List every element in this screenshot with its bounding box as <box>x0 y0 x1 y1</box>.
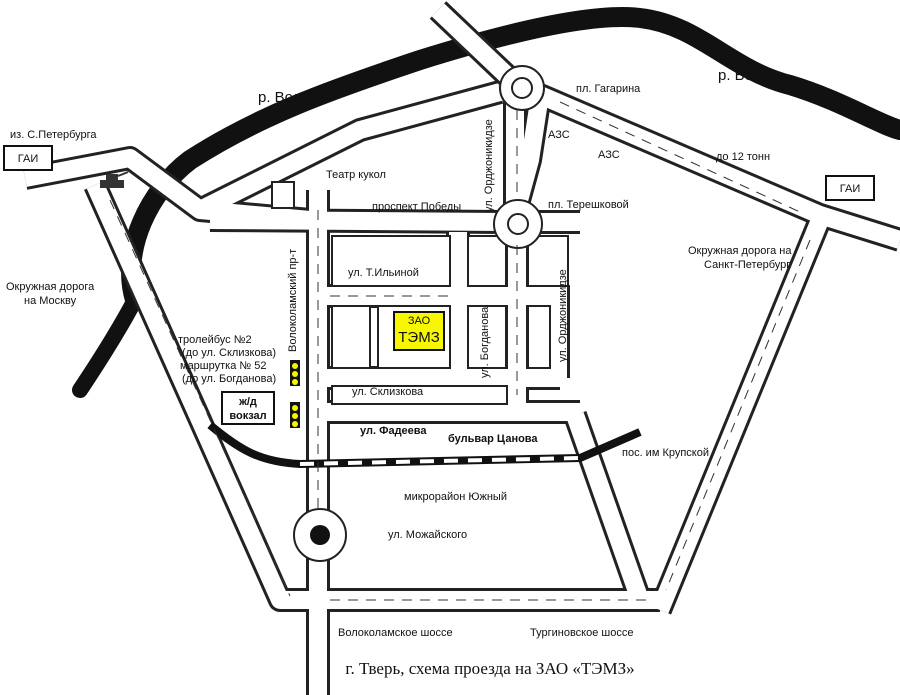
tsanova-label: бульвар Цанова <box>448 433 538 445</box>
ring-spb-line-1: Окружная дорога на <box>688 245 792 257</box>
azs-label-2: АЗС <box>598 149 620 161</box>
ring-moscow-line-2: на Москву <box>24 295 77 307</box>
road-network <box>22 1 900 695</box>
volga-label-left: р. Волга <box>258 89 316 106</box>
roundabout-tereshkovoy <box>493 199 543 249</box>
ring-spb-line-2: Санкт-Петербург <box>704 259 790 271</box>
traffic-light-icon <box>290 360 300 386</box>
railway <box>207 421 642 469</box>
station-line-1: ж/д <box>238 396 257 408</box>
volga-river <box>121 7 900 310</box>
teatr-label: Театр кукол <box>326 169 386 181</box>
turginovskoe-label: Тургиновское шоссе <box>530 627 633 639</box>
volga-label-right: р. Волга <box>718 67 776 84</box>
truck-limit-label: до 12 тонн <box>716 151 770 163</box>
gai-right: ГАИ <box>840 183 860 195</box>
station-line-2: вокзал <box>229 410 266 422</box>
ilinoy-label: ул. Т.Ильиной <box>348 267 419 279</box>
company-prefix: ЗАО <box>408 315 431 327</box>
theatre-building <box>271 181 295 209</box>
mozhayskogo-label: ул. Можайского <box>388 529 467 541</box>
bogdanova-label: ул. Богданова <box>479 306 491 378</box>
station-box: ж/д вокзал <box>221 391 275 425</box>
volokolamskoe-label: Волоколамское шоссе <box>338 627 453 639</box>
traffic-light-icon-2 <box>290 402 300 428</box>
transport-line-1: тролейбус №2 <box>178 334 252 346</box>
sklizkova-label: ул. Склизкова <box>352 386 424 398</box>
company-temz: ЗАО ТЭМЗ <box>393 311 445 351</box>
azs-label-1: АЗС <box>548 129 570 141</box>
ordzhonikidze-south-label: ул. Орджоникидзе <box>557 269 569 362</box>
pl-gagarina-label: пл. Гагарина <box>576 83 641 95</box>
map-caption: г. Тверь, схема проезда на ЗАО «ТЭМЗ» <box>345 659 634 678</box>
from-spb-label: из. С.Петербурга <box>10 129 97 141</box>
gai-left: ГАИ <box>18 153 38 165</box>
tank-monument-icon <box>100 171 129 188</box>
gai-left-box: ГАИ <box>3 145 53 171</box>
ordzhonikidze-north-label: ул. Орджоникидзе <box>483 119 495 212</box>
roundabout-gagarina <box>499 65 545 111</box>
transport-line-2: (до ул. Склизкова) <box>182 347 276 359</box>
ring-moscow-line-1: Окружная дорога <box>6 281 95 293</box>
transport-line-4: (до ул. Богданова) <box>182 373 276 385</box>
yuzhny-label: микрорайон Южный <box>404 491 507 503</box>
gai-right-box: ГАИ <box>825 175 875 201</box>
volga-river-south <box>72 282 148 398</box>
direction-arrows <box>109 101 811 601</box>
transport-line-3: маршрутка № 52 <box>180 360 266 372</box>
prospekt-pobedy-label: проспект Победы <box>372 201 461 213</box>
company-name: ТЭМЗ <box>398 329 440 346</box>
volokolamsky-pr-label: Волоколамский пр-т <box>287 249 299 352</box>
pl-tereshkovoy-label: пл. Терешковой <box>548 199 629 211</box>
krupskoy-label: пос. им Крупской <box>622 447 709 459</box>
city-blocks <box>331 235 569 405</box>
roundabout-mozhayskogo <box>293 508 347 562</box>
fadeeva-label: ул. Фадеева <box>360 425 427 437</box>
